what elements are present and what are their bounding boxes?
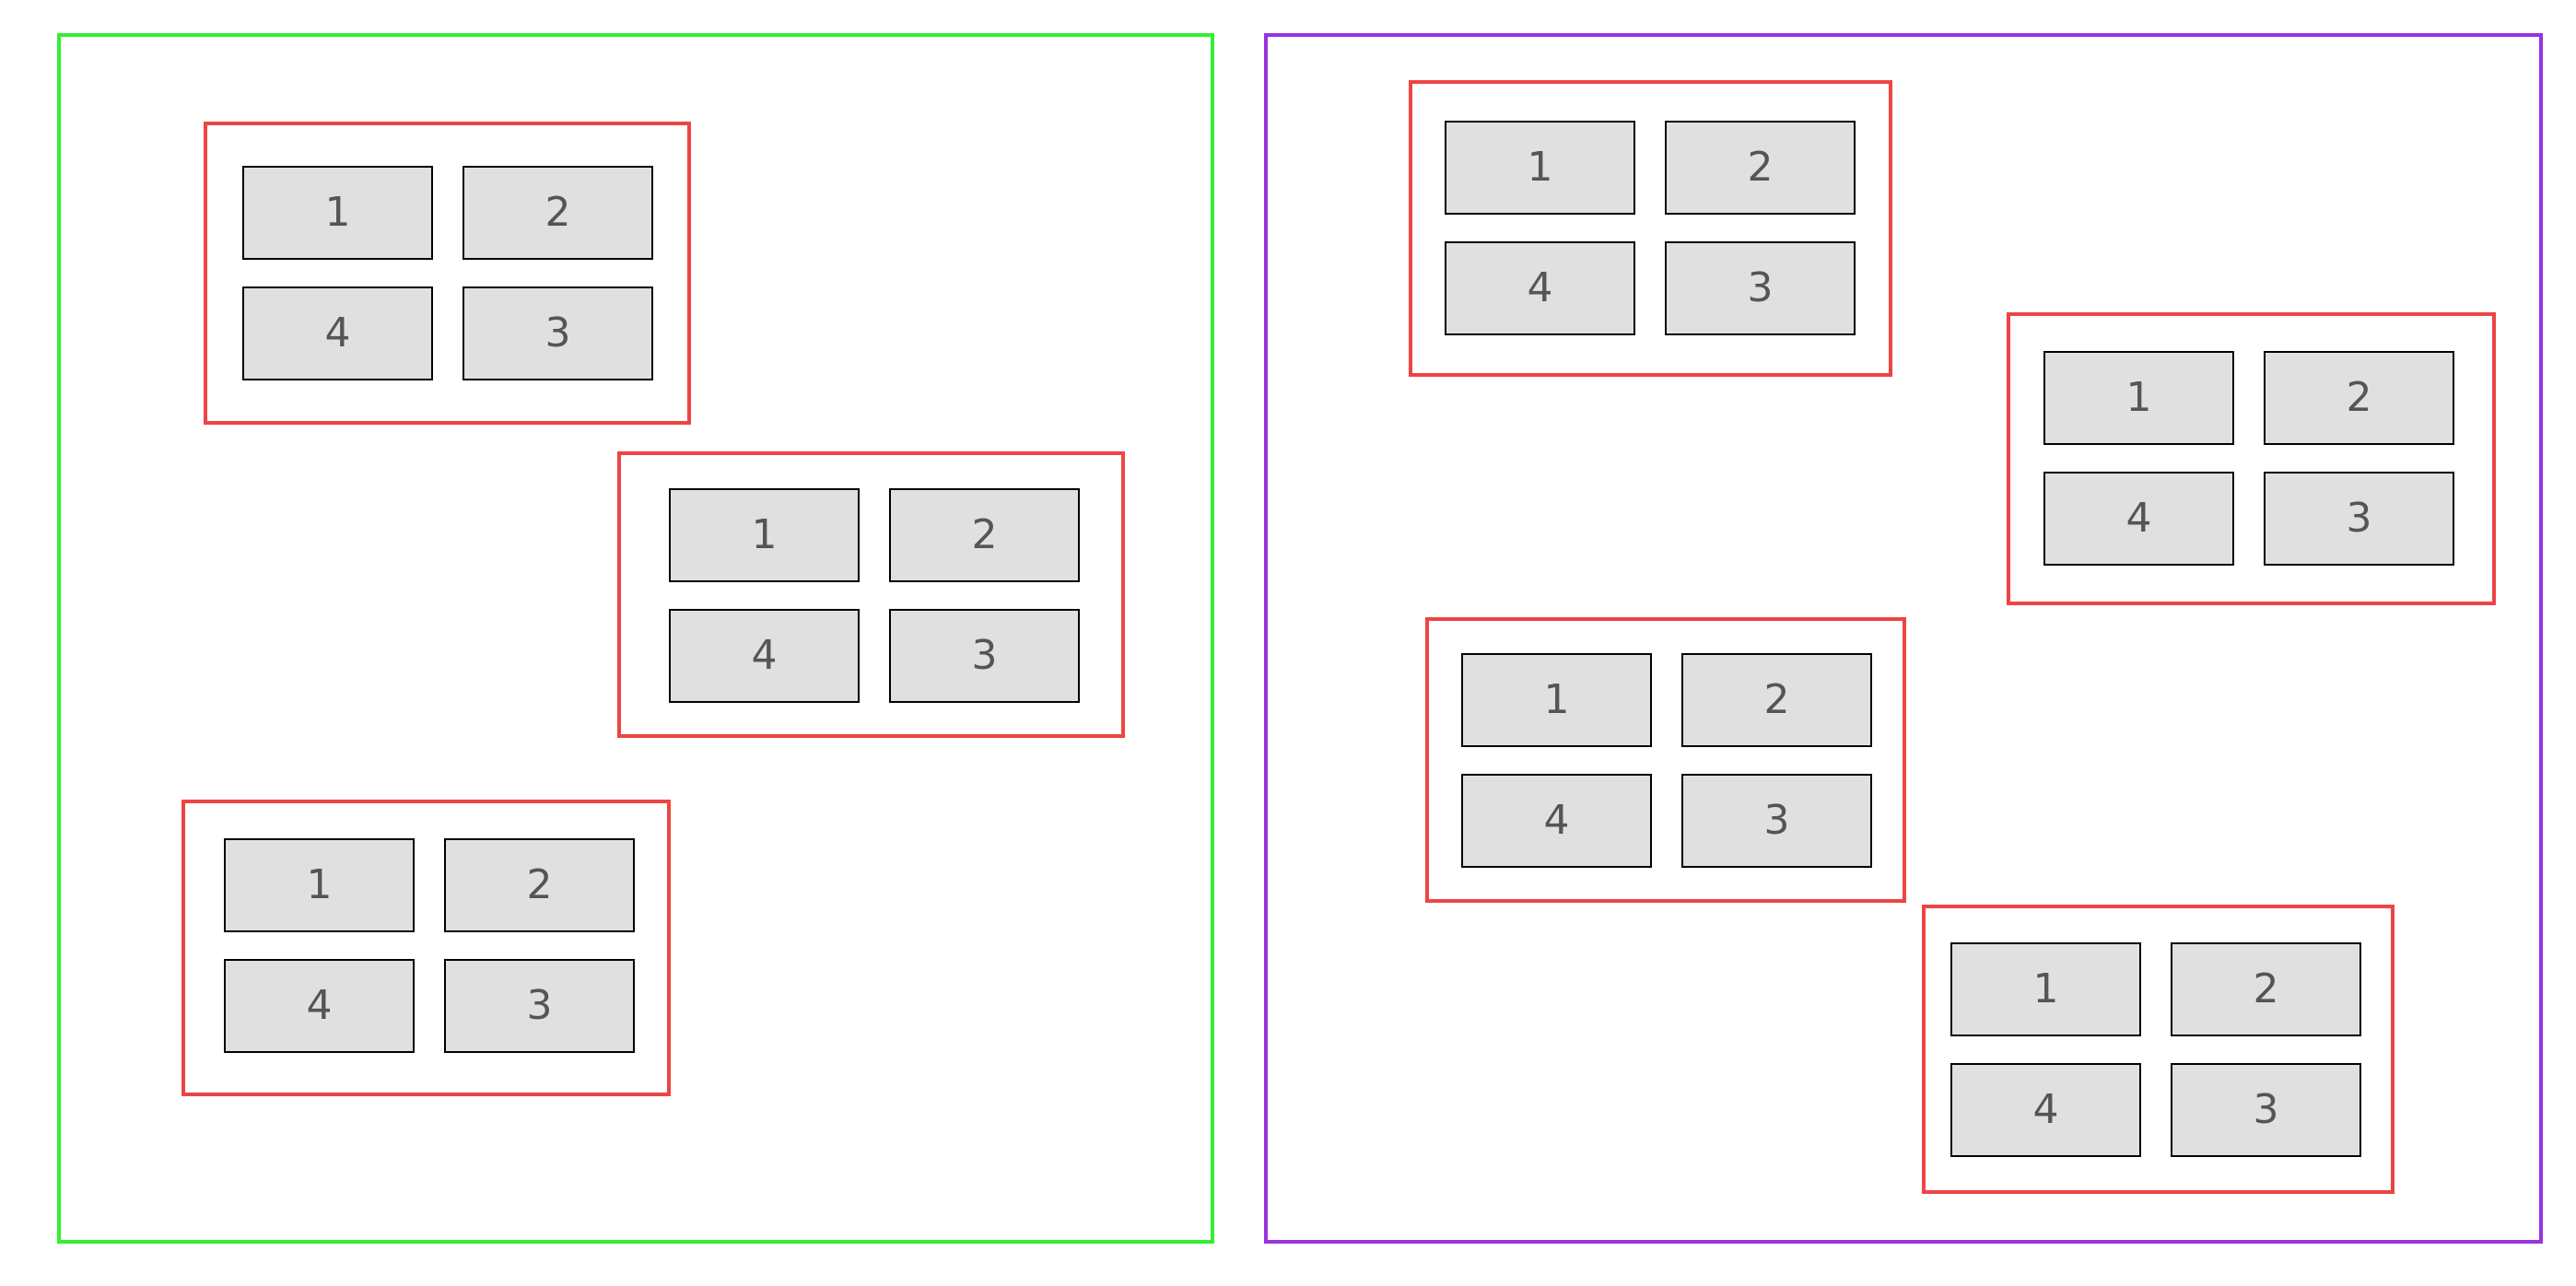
cell-1: 1 — [1950, 942, 2141, 1036]
cell-1: 1 — [669, 488, 860, 582]
cell-2: 2 — [2171, 942, 2361, 1036]
cell-2: 2 — [463, 166, 653, 260]
cell-4: 4 — [242, 286, 433, 380]
group-right-4: 1 2 4 3 — [1922, 905, 2395, 1194]
cell-2: 2 — [444, 838, 635, 932]
group-right-3: 1 2 4 3 — [1425, 617, 1906, 903]
cell-1: 1 — [224, 838, 415, 932]
cell-4: 4 — [669, 609, 860, 703]
cell-3: 3 — [444, 959, 635, 1053]
group-right-2: 1 2 4 3 — [2007, 312, 2496, 605]
cell-3: 3 — [1681, 774, 1872, 868]
group-right-1: 1 2 4 3 — [1409, 80, 1892, 377]
cell-2: 2 — [2264, 351, 2454, 445]
cell-1: 1 — [1461, 653, 1652, 747]
cell-1: 1 — [1445, 121, 1635, 215]
cell-4: 4 — [2043, 472, 2234, 566]
cell-3: 3 — [2264, 472, 2454, 566]
cell-1: 1 — [2043, 351, 2234, 445]
cell-3: 3 — [889, 609, 1080, 703]
cell-4: 4 — [1950, 1063, 2141, 1157]
cell-3: 3 — [463, 286, 653, 380]
cell-2: 2 — [1681, 653, 1872, 747]
cell-1: 1 — [242, 166, 433, 260]
cell-3: 3 — [2171, 1063, 2361, 1157]
cell-2: 2 — [1665, 121, 1856, 215]
cell-4: 4 — [1445, 241, 1635, 335]
cell-2: 2 — [889, 488, 1080, 582]
group-left-2: 1 2 4 3 — [617, 451, 1125, 738]
cell-4: 4 — [224, 959, 415, 1053]
cell-4: 4 — [1461, 774, 1652, 868]
group-left-3: 1 2 4 3 — [181, 800, 671, 1096]
cell-3: 3 — [1665, 241, 1856, 335]
group-left-1: 1 2 4 3 — [204, 122, 691, 425]
